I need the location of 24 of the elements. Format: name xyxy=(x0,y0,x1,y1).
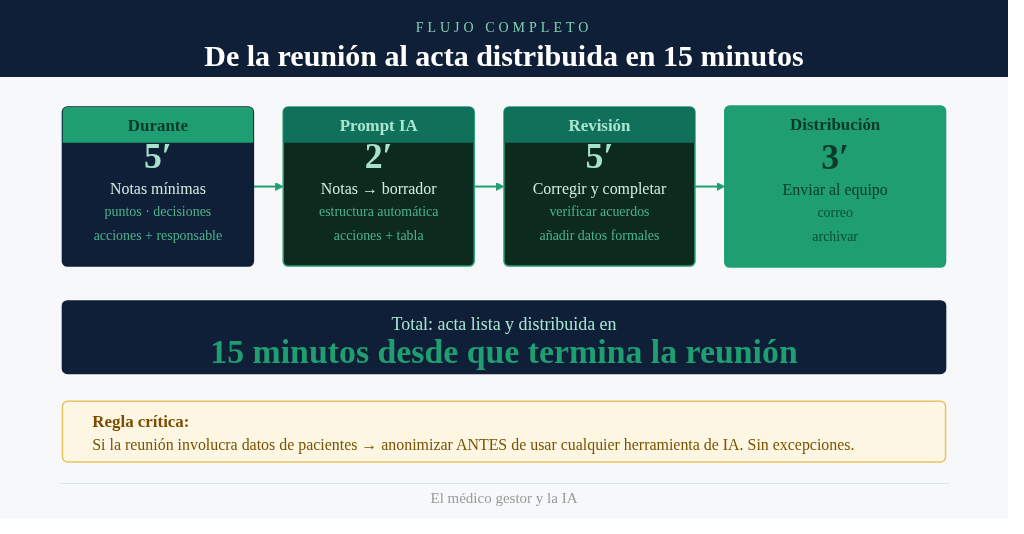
rule-heading: Regla crítica: xyxy=(92,411,190,434)
footer-text: El médico gestor y la IA xyxy=(430,489,578,508)
step-text: Corregir y completar xyxy=(532,179,667,200)
eyebrow-text: FLUJO COMPLETO xyxy=(415,19,593,37)
detail-text: acciones + responsable xyxy=(93,227,223,246)
detail-text: añadir datos formales xyxy=(539,227,660,246)
title: De la reunión al acta distribuida en 15 minutos xyxy=(204,38,804,74)
detail-text: estructura automática xyxy=(318,203,439,222)
summary-text: Total: acta lista y distribuida en xyxy=(391,312,617,335)
step-heading: Distribución xyxy=(790,113,881,136)
duration-text: 3′ xyxy=(821,139,850,174)
step-text: Enviar al equipo xyxy=(782,180,888,201)
detail-text: correo xyxy=(817,204,853,223)
step-text: Notas → borrador xyxy=(320,179,437,200)
rule-text: Si la reunión involucra datos de pacientes → anonimizar ANTES de usar cualquier herramienta de IA. Sin excepciones. xyxy=(92,435,855,456)
detail-text: acciones + tabla xyxy=(333,227,424,246)
step-heading: Prompt IA xyxy=(283,107,475,143)
detail-text: verificar acuerdos xyxy=(549,203,650,222)
step-text: Notas mínimas xyxy=(109,179,206,200)
detail-text: puntos · decisiones xyxy=(104,203,212,222)
step-heading: Revisión xyxy=(504,107,695,143)
detail-text: archivar xyxy=(812,228,858,247)
highlight-text: 15 minutos desde que termina la reunión xyxy=(210,334,798,369)
step-heading: Durante xyxy=(62,107,254,143)
